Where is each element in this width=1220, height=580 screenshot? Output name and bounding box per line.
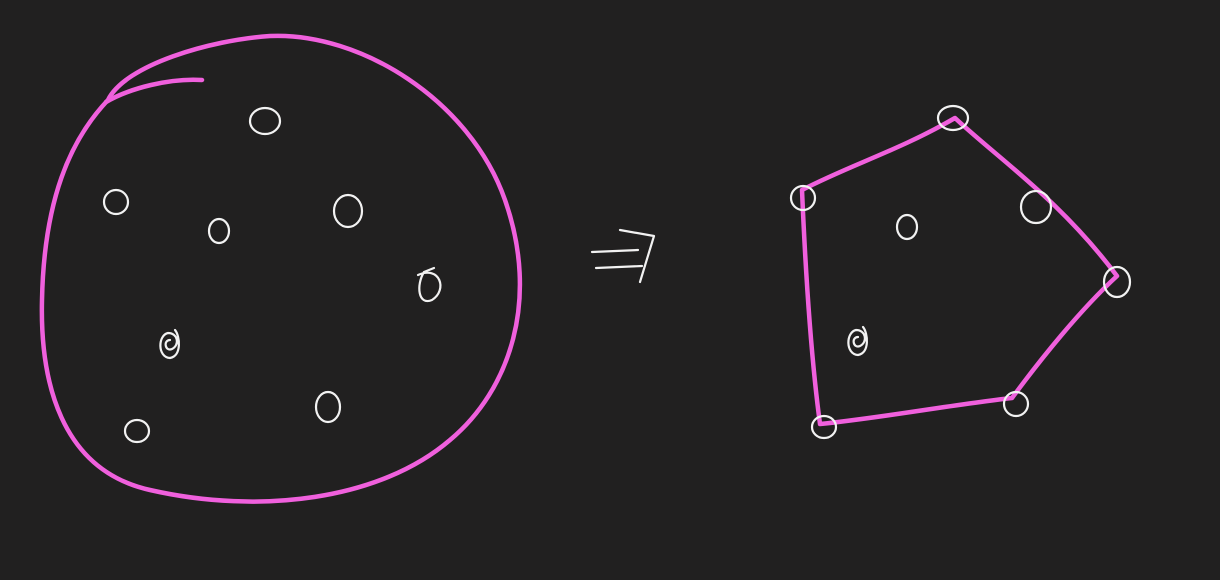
left-panel	[39, 33, 523, 504]
interior-point-1	[895, 213, 919, 241]
hull-vertex-1	[789, 184, 817, 212]
hull-vertex-points	[789, 104, 1132, 440]
hull-polygon	[799, 115, 1120, 427]
point-6	[159, 328, 180, 360]
hull-vertex-2	[936, 104, 970, 132]
point-2	[102, 188, 130, 216]
interior-points	[847, 213, 919, 357]
hull-edge-points	[1019, 189, 1053, 225]
blob-overlap-stroke	[103, 77, 205, 105]
point-8	[314, 390, 342, 424]
implies-arrow	[590, 228, 656, 284]
hull-vertex-4	[1002, 390, 1030, 418]
point-5	[416, 266, 442, 303]
point-7	[123, 418, 151, 444]
implies-arrowhead	[618, 228, 656, 284]
implies-lower-bar	[594, 264, 644, 270]
hull-vertex-5	[810, 414, 838, 440]
edge-point-1	[1019, 189, 1053, 225]
hull-vertex-3	[1102, 265, 1132, 299]
left-points	[102, 106, 442, 444]
right-panel	[789, 104, 1132, 440]
implies-upper-bar	[590, 248, 640, 254]
point-1	[248, 106, 282, 136]
point-4	[332, 193, 364, 229]
blob-enclosure	[39, 33, 523, 504]
point-3	[207, 217, 231, 245]
interior-point-2	[847, 325, 868, 357]
